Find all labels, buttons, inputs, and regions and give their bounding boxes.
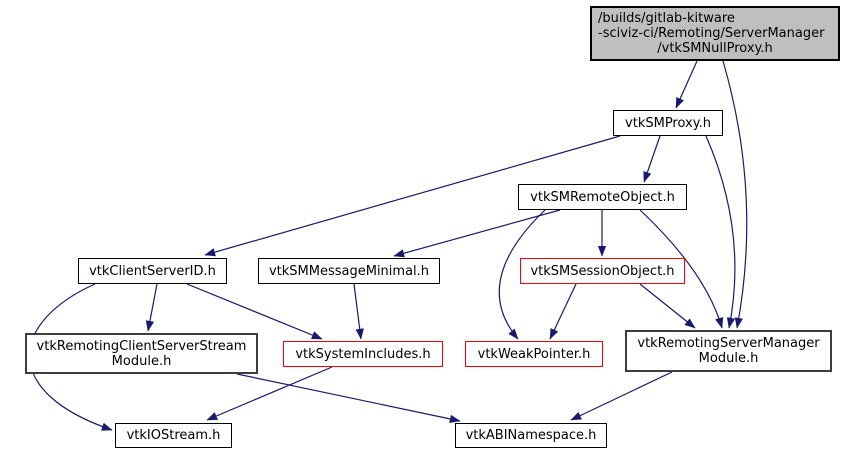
node-label-line: vtkSMSessionObject.h	[530, 263, 675, 279]
node-vtkSMMessageMinimal[interactable]: vtkSMMessageMinimal.h	[258, 258, 440, 284]
edge-vtkSMProxy-to-vtkSMRemoteObject	[643, 135, 661, 183]
node-label-line: vtkRemotingClientServerStream	[36, 338, 247, 354]
node-label-line: vtkSMMessageMinimal.h	[268, 263, 430, 279]
node-vtkSMRemoteObject[interactable]: vtkSMRemoteObject.h	[518, 184, 687, 210]
edge-vtkSMRemoteObject-to-vtkRemotingServerManagerModule	[639, 209, 724, 329]
edge-vtkSMProxy-to-vtkRemotingServerManagerModule	[705, 135, 736, 329]
node-vtkWeakPointer[interactable]: vtkWeakPointer.h	[465, 341, 603, 367]
edge-vtkClientServerID-to-vtkSystemIncludes	[186, 283, 323, 340]
node-label-line: /vtkSMNullProxy.h	[657, 41, 773, 56]
node-label-line: vtkSMProxy.h	[625, 115, 711, 131]
node-label-line: vtkRemotingServerManager	[637, 336, 820, 351]
node-vtkSMSessionObject[interactable]: vtkSMSessionObject.h	[520, 258, 685, 284]
node-vtkABINamespace[interactable]: vtkABINamespace.h	[455, 423, 607, 448]
node-label-line: /builds/gitlab-kitware	[598, 11, 735, 26]
edge-vtkSMRemoteObject-to-vtkSMMessageMinimal	[393, 209, 561, 258]
edge-vtkRemotingClientServerStreamModule-to-vtkABINamespace	[236, 373, 461, 424]
node-label-line: vtkSMRemoteObject.h	[530, 189, 675, 205]
node-label-line: vtkIOStream.h	[126, 428, 221, 443]
node-label-line: Module.h	[698, 351, 759, 366]
node-vtkSMProxy[interactable]: vtkSMProxy.h	[613, 110, 723, 136]
node-label-line: -sciviz-ci/Remoting/ServerManager	[598, 26, 825, 41]
edge-vtkRemotingServerManagerModule-to-vtkABINamespace	[570, 371, 673, 421]
node-vtkClientServerID[interactable]: vtkClientServerID.h	[78, 258, 227, 284]
node-label-line: vtkABINamespace.h	[465, 428, 597, 443]
edge-vtkSMNullProxy-to-vtkRemotingServerManagerModule	[722, 60, 748, 329]
node-vtkSystemIncludes[interactable]: vtkSystemIncludes.h	[283, 341, 443, 367]
edge-vtkClientServerID-to-vtkRemotingClientServerStreamModule	[145, 283, 158, 332]
edge-vtkSMSessionObject-to-vtkWeakPointer	[549, 283, 577, 340]
node-label-line: vtkWeakPointer.h	[477, 346, 591, 362]
node-label-line: Module.h	[111, 353, 172, 369]
edge-vtkSMNullProxy-to-vtkSMProxy	[675, 60, 698, 109]
node-vtkIOStream[interactable]: vtkIOStream.h	[115, 423, 232, 448]
node-label-line: vtkSystemIncludes.h	[295, 346, 431, 362]
edge-vtkSMSessionObject-to-vtkRemotingServerManagerModule	[639, 283, 696, 329]
edge-vtkSMRemoteObject-to-vtkWeakPointer	[498, 209, 546, 340]
edge-vtkSMProxy-to-vtkClientServerID	[204, 135, 621, 257]
node-vtkSMNullProxy: /builds/gitlab-kitware-sciviz-ci/Remotin…	[590, 6, 840, 61]
edge-vtkSMMessageMinimal-to-vtkSystemIncludes	[353, 283, 364, 340]
edge-vtkSystemIncludes-to-vtkIOStream	[206, 366, 333, 421]
node-label-line: vtkClientServerID.h	[89, 263, 216, 279]
